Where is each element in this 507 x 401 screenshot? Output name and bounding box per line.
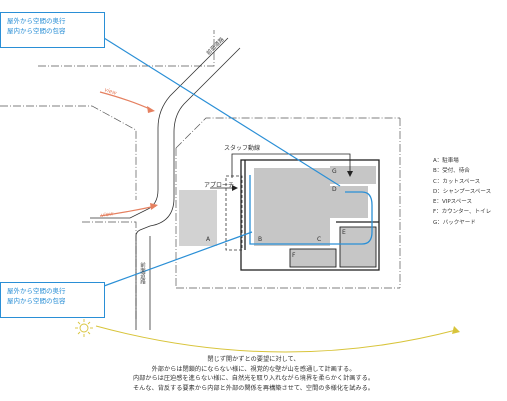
road-label-south: 前面道路 [139, 262, 145, 284]
legend-item: B：受付、待合 [433, 168, 470, 175]
legend: A：駐車場 B：受付、待合 C：カットスペース D：シャンプースペース E：VI… [433, 156, 491, 228]
view-arrowhead [147, 106, 155, 113]
staff-route-arrowhead [347, 171, 353, 177]
caption-line: そんな、背反する要素から内部と外部の関係を再構築させて、空間の多様化を試みる。 [132, 384, 374, 392]
zone-e-vip [339, 226, 377, 268]
legend-item: A：駐車場 [433, 158, 459, 164]
staff-route-label: スタッフ動線 [224, 145, 261, 152]
zone-label-e: E [342, 229, 346, 236]
zone-label-a: A [206, 236, 211, 243]
callout-top-line-2: 屋内から空間の包容 [7, 27, 66, 35]
legend-item: D：シャンプースペース [433, 188, 492, 195]
zone-d-shampoo [330, 186, 368, 218]
zone-f-counter [289, 248, 337, 268]
callout-bottom-line-2: 屋内から空間の包容 [7, 297, 66, 305]
zone-label-d: D [332, 186, 337, 193]
zone-b-reception [254, 168, 268, 246]
zone-label-b: B [258, 236, 263, 243]
sun-path-arc [95, 325, 457, 353]
approach-zone [225, 175, 243, 251]
callout-top-line-1: 屋外から空間の奥行 [7, 17, 66, 25]
legend-item: C：カットスペース [433, 178, 481, 185]
site-boundary-line [175, 117, 400, 149]
legend-item: G：バックヤード [433, 219, 476, 226]
sun-icon [75, 319, 93, 337]
callout-leader-top [103, 37, 341, 187]
staff-route-line [231, 153, 351, 178]
concept-caption: 閉じず開かずとの要望に対して、 外部からは閉鎖的にならない様に、視覚的な壁が山を… [0, 355, 507, 393]
sun-path-arrowhead [452, 326, 460, 334]
road-edge [135, 47, 241, 330]
caption-line: 閉じず開かずとの要望に対して、 [207, 356, 300, 363]
zone-label-c: C [317, 236, 322, 243]
circulation-path [249, 175, 373, 245]
callout-bottom: 屋外から空間の奥行 屋内から空間の包容 [0, 282, 105, 318]
callout-bottom-line-1: 屋外から空間の奥行 [7, 287, 66, 295]
view-arrowhead [150, 203, 158, 210]
site-boundary-line [38, 30, 215, 67]
road-edge [90, 37, 229, 219]
zone-label-f: F [292, 252, 296, 259]
site-boundary-line [0, 105, 137, 200]
zone-g-backyard [330, 166, 376, 184]
approach-arrowhead [232, 185, 238, 191]
legend-item: E：VIPスペース [433, 199, 473, 206]
view-arrow [99, 91, 153, 111]
zone-c-cut-space [268, 168, 330, 246]
legend-item: F：カウンター、トイレ [433, 209, 492, 216]
callout-top: 屋外から空間の奥行 屋内から空間の包容 [0, 12, 105, 48]
zone-a-parking [179, 190, 217, 246]
callout-leader-bottom [103, 231, 253, 287]
approach-label: アプローチ [204, 182, 235, 189]
caption-line: 外部からは閉鎖的にならない様に、視覚的な壁が山を感通して計画する。 [151, 365, 356, 373]
zone-label-g: G [332, 168, 337, 175]
caption-line: 内部からは圧迫感を進らない様に、自然光を取り入れながら境界を柔らかく計画する。 [132, 375, 375, 383]
